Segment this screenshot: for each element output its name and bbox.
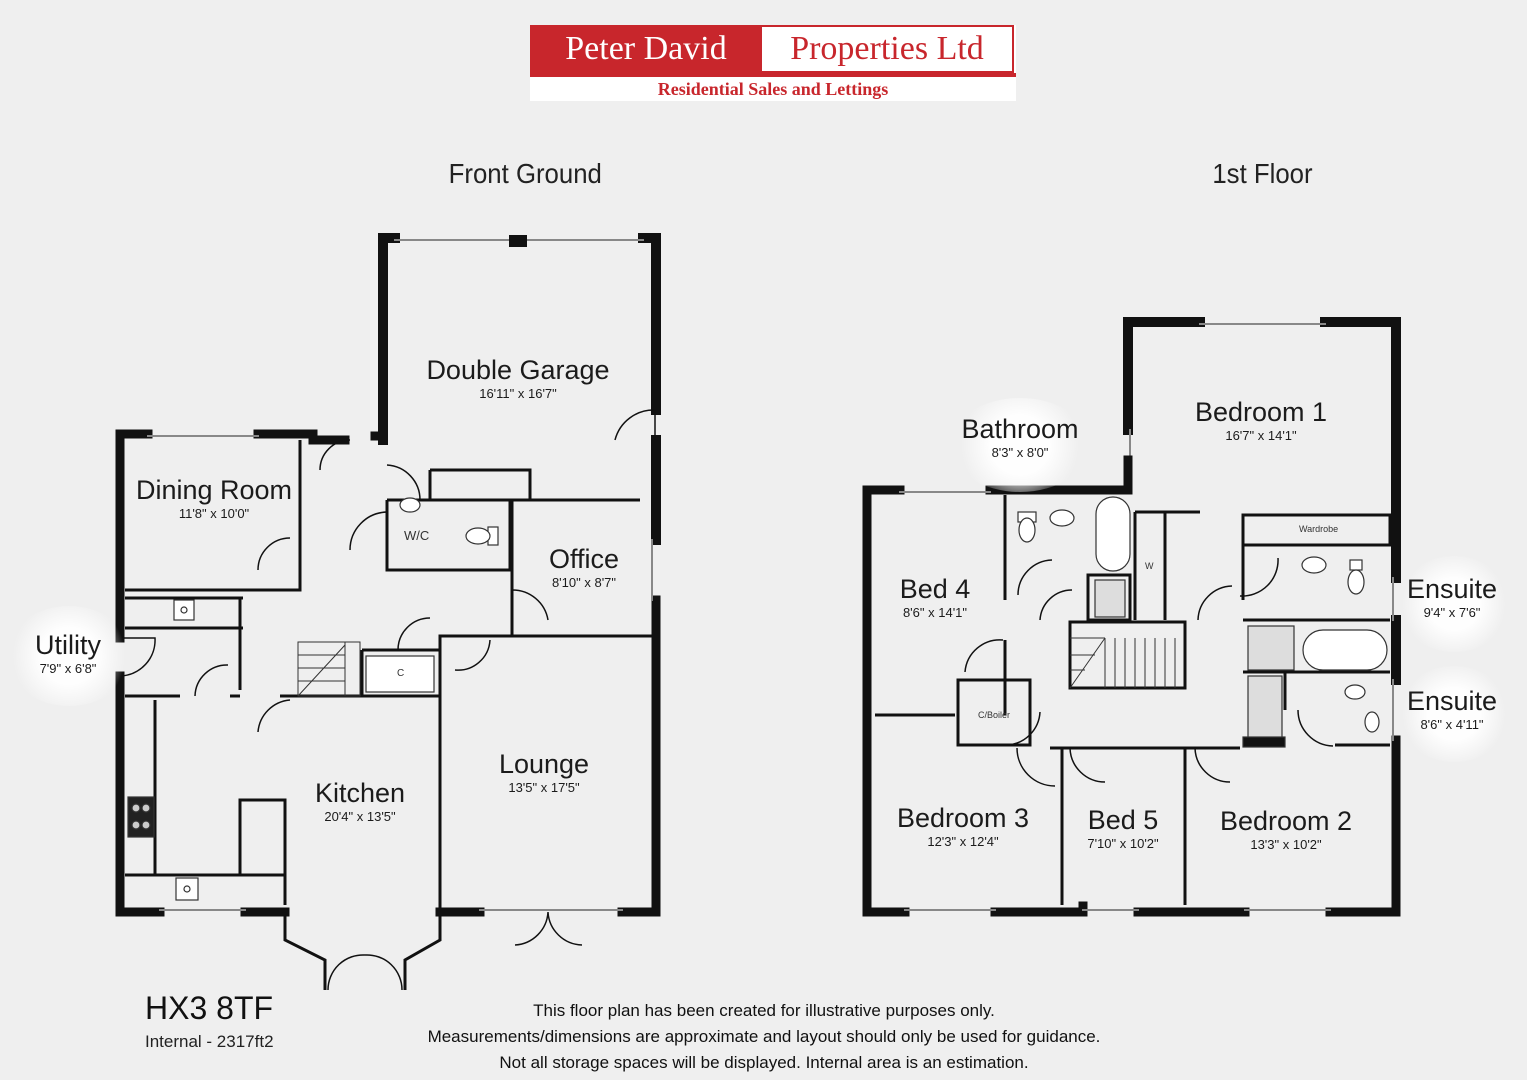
room-bathroom: Bathroom 8'3" x 8'0": [950, 414, 1090, 462]
room-name: Office: [548, 544, 620, 574]
room-ensuite-1: Ensuite 9'4" x 7'6": [1404, 574, 1500, 622]
room-name: Bed 5: [1087, 805, 1159, 835]
room-dimensions: 20'4" x 13'5": [324, 809, 396, 824]
room-dimensions: 7'10" x 10'2": [1087, 836, 1159, 851]
room-bedroom-3: Bedroom 3 12'3" x 12'4": [888, 803, 1038, 851]
ensuite-2-label-halo: [1398, 666, 1510, 762]
room-name: Ensuite: [1406, 686, 1498, 716]
first-floor-stairs: [1069, 637, 1176, 689]
postcode: HX3 8TF: [145, 990, 274, 1026]
room-dimensions: 8'6" x 4'11": [1420, 717, 1484, 732]
room-ensuite-2: Ensuite 8'6" x 4'11": [1404, 686, 1500, 734]
room-name: Lounge: [498, 749, 590, 779]
disclaimer: This floor plan has been created for ill…: [360, 998, 1168, 1076]
logo-name-left: Peter David: [530, 25, 762, 73]
first-floor-title: 1st Floor: [1212, 158, 1313, 189]
first-floor-internal-walls: [875, 495, 1392, 905]
room-name: Utility: [35, 630, 101, 660]
logo-name-right: Properties Ltd: [762, 25, 1014, 73]
room-name: Bedroom 1: [1194, 397, 1328, 427]
logo-divider: [530, 73, 1016, 77]
utility-label-halo: [6, 606, 132, 706]
room-dimensions: 12'3" x 12'4": [927, 834, 999, 849]
room-name: Bathroom: [961, 414, 1079, 444]
room-dimensions: 7'9" x 6'8": [39, 661, 97, 676]
room-name: Bedroom 2: [1219, 806, 1353, 836]
room-kitchen: Kitchen 20'4" x 13'5": [294, 778, 426, 826]
room-dimensions: 13'3" x 10'2": [1250, 837, 1322, 852]
disclaimer-line-3: Not all storage spaces will be displayed…: [499, 1053, 1029, 1072]
first-floor-doors: [964, 557, 1334, 787]
room-office: Office 8'10" x 8'7": [526, 544, 642, 592]
wc-label: W/C: [404, 528, 430, 543]
cupboard-label: C: [397, 668, 405, 679]
room-dimensions: 8'10" x 8'7": [551, 575, 617, 590]
boiler-label: C/Boiler: [978, 710, 1011, 720]
room-bed-5: Bed 5 7'10" x 10'2": [1072, 805, 1174, 853]
bathroom-label-halo: [950, 398, 1090, 492]
first-floor-fixtures: [1017, 496, 1388, 748]
first-floor-walls: [862, 317, 1401, 917]
room-double-garage: Double Garage 16'11" x 16'7": [420, 355, 616, 403]
room-bedroom-2: Bedroom 2 13'3" x 10'2": [1212, 806, 1360, 854]
room-dimensions: 16'11" x 16'7": [479, 386, 557, 401]
room-name: Double Garage: [426, 355, 610, 385]
room-dining-room: Dining Room 11'8" x 10'0": [133, 475, 295, 523]
room-utility: Utility 7'9" x 6'8": [20, 630, 116, 678]
room-dimensions: 16'7" x 14'1": [1225, 428, 1297, 443]
ensuite-1-label-halo: [1398, 556, 1510, 652]
ground-floor-walls: [115, 233, 661, 917]
ground-floor-title: Front Ground: [448, 158, 602, 189]
room-bedroom-1: Bedroom 1 16'7" x 14'1": [1186, 397, 1336, 445]
room-dimensions: 9'4" x 7'6": [1423, 605, 1481, 620]
ground-floor-stairs: [297, 641, 361, 697]
room-name: Bedroom 3: [896, 803, 1030, 833]
w-label: W: [1145, 561, 1154, 571]
room-dimensions: 11'8" x 10'0": [178, 506, 250, 521]
room-name: Kitchen: [314, 778, 406, 808]
disclaimer-line-1: This floor plan has been created for ill…: [533, 1001, 995, 1020]
logo-tagline: Residential Sales and Lettings: [657, 79, 889, 99]
room-lounge: Lounge 13'5" x 17'5": [482, 749, 606, 797]
room-dimensions: 13'5" x 17'5": [508, 780, 580, 795]
room-dimensions: 8'6" x 14'1": [902, 605, 968, 620]
company-logo: Peter David Properties Ltd Residential S…: [530, 25, 1016, 101]
internal-area: Internal - 2317ft2: [145, 1032, 274, 1051]
disclaimer-line-2: Measurements/dimensions are approximate …: [427, 1027, 1101, 1046]
wardrobe-label: Wardrobe: [1299, 524, 1339, 534]
room-name: Ensuite: [1406, 574, 1498, 604]
room-name: Bed 4: [899, 574, 971, 604]
room-bed-4: Bed 4 8'6" x 14'1": [880, 574, 990, 622]
room-dimensions: 8'3" x 8'0": [991, 445, 1049, 460]
ground-floor-fixtures: [127, 497, 499, 901]
ground-floor-bay: [283, 912, 442, 990]
room-name: Dining Room: [135, 475, 293, 505]
